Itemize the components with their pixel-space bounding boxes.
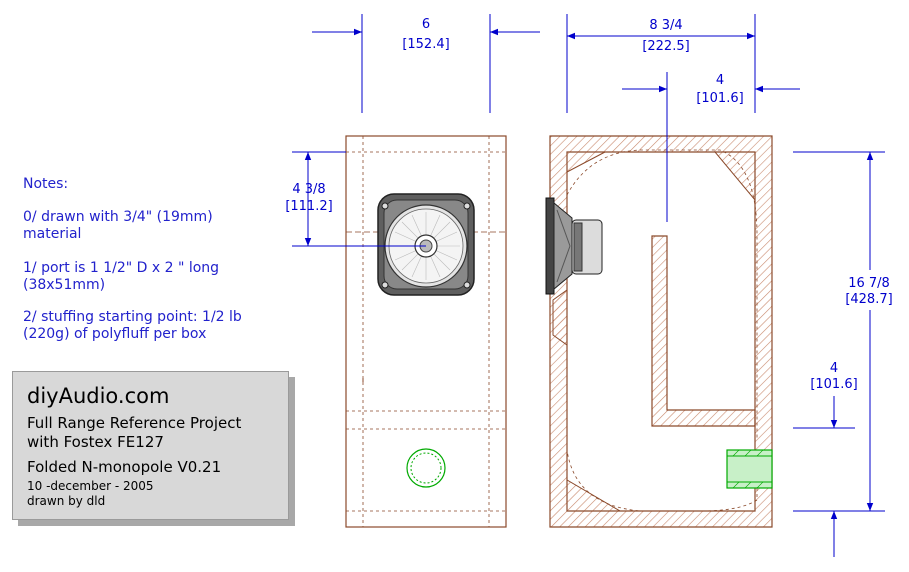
dim-front-width-metric: [152.4] [402, 37, 449, 52]
port-front [406, 448, 446, 488]
driver-side [545, 197, 603, 295]
dim-port-height-metric: [101.6] [810, 377, 857, 392]
dim-side-depth-metric: [222.5] [642, 39, 689, 54]
dim-driver-height-metric: [111.2] [285, 199, 332, 214]
project-line-1: Full Range Reference Project [27, 414, 242, 432]
notes-heading: Notes: [23, 176, 69, 192]
note-0-line-2: material [23, 226, 82, 242]
dimension-lines [292, 14, 885, 557]
drawing-author: drawn by dld [27, 494, 106, 508]
dim-port-height-value: 4 [830, 361, 838, 376]
note-1-line-2: (38x51mm) [23, 277, 106, 293]
design-name: Folded N-monopole V0.21 [27, 458, 222, 476]
front-view [345, 135, 507, 528]
project-line-2: with Fostex FE127 [27, 433, 164, 451]
note-2-line-1: 2/ stuffing starting point: 1/2 lb [23, 309, 242, 325]
dim-rear-offset-value: 4 [716, 73, 724, 88]
drawing-date: 10 -december - 2005 [27, 479, 154, 493]
driver-front [377, 193, 475, 296]
dim-front-width-value: 6 [422, 17, 430, 32]
note-0-line-1: 0/ drawn with 3/4" (19mm) [23, 209, 213, 225]
note-1-line-1: 1/ port is 1 1/2" D x 2 " long [23, 260, 220, 276]
dim-total-height-metric: [428.7] [845, 292, 892, 307]
port-tube [726, 449, 773, 489]
dim-rear-offset-metric: [101.6] [696, 91, 743, 106]
dim-side-depth-value: 8 3/4 [649, 18, 682, 33]
side-section [545, 135, 773, 528]
title-block: diyAudio.com Full Range Reference Projec… [12, 371, 289, 520]
dim-driver-height-value: 4 3/8 [292, 182, 325, 197]
site-title: diyAudio.com [27, 384, 170, 408]
note-2-line-2: (220g) of polyfluff per box [23, 326, 207, 342]
dim-total-height-value: 16 7/8 [848, 276, 890, 291]
